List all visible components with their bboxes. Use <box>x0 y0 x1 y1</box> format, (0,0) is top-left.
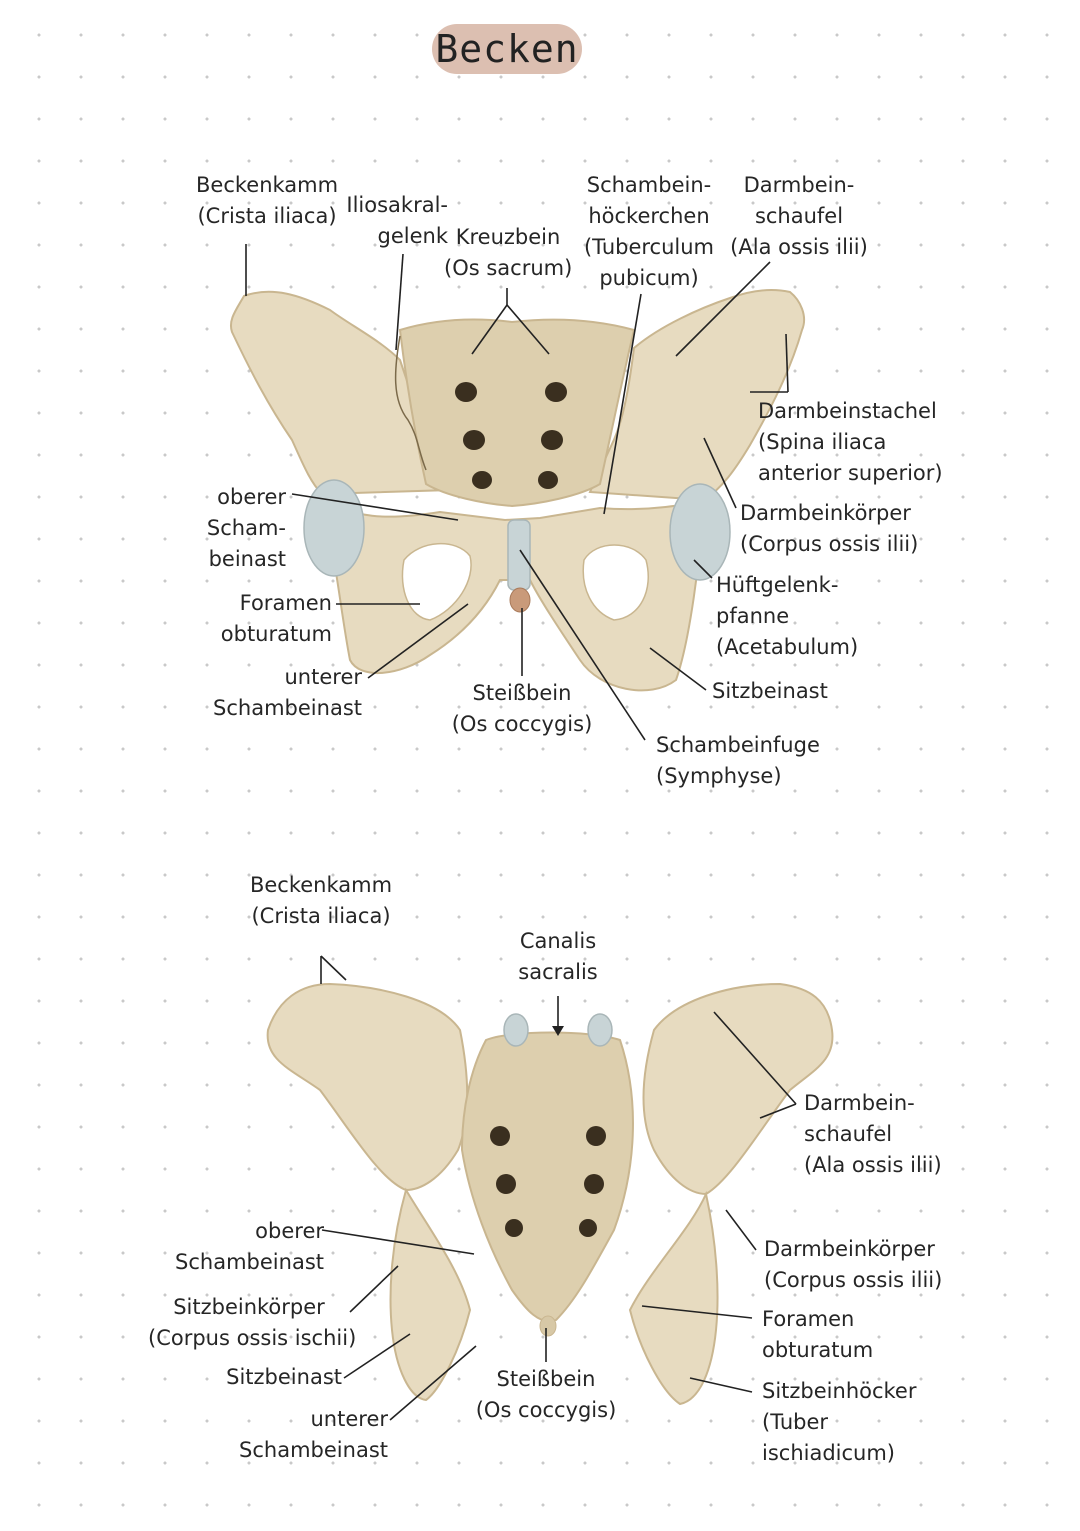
label-darmbeinschaufel-top: Darmbein-schaufel(Ala ossis ilii) <box>730 173 868 259</box>
label-schambeinfuge: Schambeinfuge(Symphyse) <box>656 733 820 788</box>
label-beckenkamm-top: Beckenkamm(Crista iliaca) <box>196 173 339 228</box>
right-obturator-foramen <box>582 544 649 621</box>
right-sacral-facet <box>587 1013 613 1047</box>
label-darmbeinschaufel-bottom: Darmbein-schaufel(Ala ossis ilii) <box>804 1091 942 1177</box>
label-darmbeinkoerper-top: Darmbeinkörper(Corpus ossis ilii) <box>740 501 919 556</box>
leader-lines-top <box>245 244 789 741</box>
sacral-foramina <box>455 382 567 489</box>
label-steissbein-top: Steißbein(Os coccygis) <box>451 681 593 736</box>
left-acetabulum <box>303 479 365 577</box>
leader-lines-bottom <box>320 955 797 1421</box>
lower-pelvic-ring-posterior <box>389 1187 719 1406</box>
label-iliosakralgelenk: Iliosakral-gelenk <box>346 193 448 248</box>
left-ilium-posterior <box>266 982 469 1192</box>
sacrum-posterior <box>460 1031 634 1323</box>
title-badge: Becken <box>432 24 582 74</box>
label-steissbein-bottom: Steißbein(Os coccygis) <box>475 1367 617 1422</box>
right-ilium-wing <box>588 289 806 502</box>
label-beckenkamm-bottom: Beckenkamm(Crista iliaca) <box>249 873 393 928</box>
label-hueftgelenkpfanne: Hüftgelenk-pfanne(Acetabulum) <box>716 573 859 659</box>
left-obturator-foramen <box>401 543 472 621</box>
label-darmbeinkoerper-bottom: Darmbeinkörper(Corpus ossis ilii) <box>764 1237 943 1292</box>
page-title: Becken <box>435 27 579 71</box>
label-sitzbeinast-bottom: Sitzbeinast <box>226 1365 342 1389</box>
coccyx-posterior <box>539 1315 557 1337</box>
left-sacral-facet <box>503 1013 529 1047</box>
label-sitzbeinkoerper: Sitzbeinkörper(Corpus ossis ischii) <box>148 1295 357 1350</box>
right-ilium-posterior <box>642 982 834 1196</box>
pubic-symphysis <box>507 519 531 591</box>
label-kreuzbein: Kreuzbein(Os sacrum) <box>444 225 573 280</box>
label-sitzbeinast-top: Sitzbeinast <box>712 679 828 703</box>
sacrum <box>398 318 636 508</box>
pelvis-posterior-view <box>266 982 834 1406</box>
coccyx <box>509 587 531 613</box>
posterior-sacral-foramina <box>490 1126 606 1237</box>
right-acetabulum <box>669 483 731 581</box>
canalis-arrowhead <box>552 1026 564 1036</box>
